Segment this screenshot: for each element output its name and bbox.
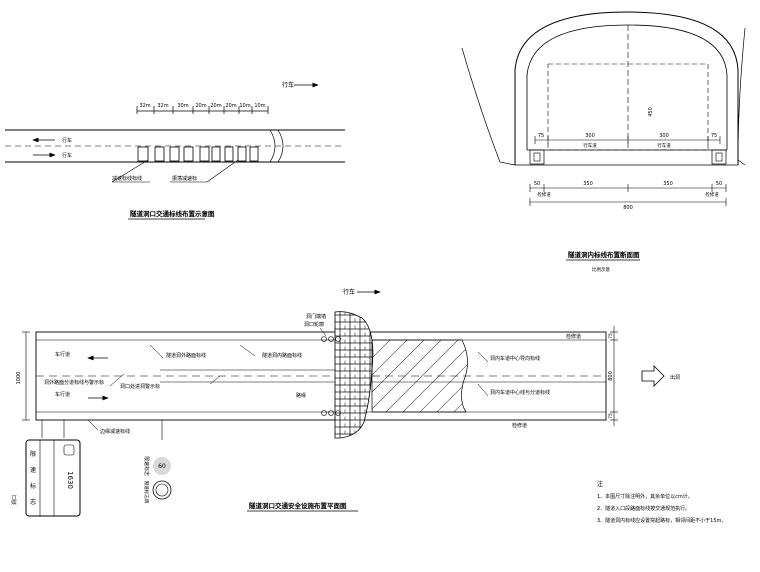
notes-title: 注	[597, 480, 603, 488]
exit-arrow: 出洞	[641, 365, 680, 387]
svg-text:洞口处进洞警示标: 洞口处进洞警示标	[120, 383, 160, 390]
svg-text:50: 50	[534, 181, 540, 187]
svg-text:75: 75	[711, 133, 717, 139]
notes: 注 1、本图尺寸除注明外，其余单位以cm计。 2、隧道入口段路面标线按交通规范执…	[597, 480, 726, 524]
svg-text:限速标志: 限速标志	[143, 456, 150, 476]
upper-dimensions: 75 300 300 75 行车道 行车道 450	[534, 107, 721, 149]
svg-text:洞内车道中心线与分道标线: 洞内车道中心线与分道标线	[490, 389, 550, 396]
road-outline	[35, 331, 607, 421]
direction-arrow: 行车	[343, 288, 381, 296]
main-plan-caption: 隧道洞口交通安全设施布置平面图	[249, 501, 347, 510]
speed-limit-circle-sign: 限速标志 60 限速标志牌	[143, 420, 172, 504]
tunnel-cross-section: 75 300 300 75 行车道 行车道 450 50 350 350 50 …	[461, 11, 746, 273]
svg-text:减速标线标线: 减速标线标线	[112, 175, 142, 182]
tunnel-portal	[334, 311, 468, 439]
section-sub-caption: 比例示意	[592, 266, 610, 273]
svg-text:75: 75	[608, 333, 614, 339]
svg-text:300: 300	[659, 133, 669, 139]
sign-panel-char: 志	[30, 498, 36, 506]
note-item: 3、隧道洞内标线应设置突起路标，相邻间距不小于15m。	[597, 517, 726, 524]
portal-lights	[321, 336, 341, 416]
right-dimension: 75 800 75	[608, 326, 618, 426]
svg-text:隧道洞外路面标线: 隧道洞外路面标线	[166, 352, 206, 359]
sign-panel-char: 限	[30, 450, 36, 458]
svg-text:边缘减速标线: 边缘减速标线	[100, 428, 130, 435]
portal-labels: 洞门端墙 洞口轮廓	[304, 313, 327, 337]
svg-text:检修道: 检修道	[512, 422, 527, 429]
dim-label: 32m	[139, 103, 150, 109]
svg-text:行车: 行车	[62, 137, 72, 144]
svg-text:限速标志牌: 限速标志牌	[143, 481, 150, 504]
top-plan-view: 32m 32m 30m 20m 20m 20m 10m 10m 行车	[5, 81, 345, 220]
svg-text:车行道: 车行道	[55, 351, 70, 358]
svg-text:出洞: 出洞	[670, 374, 680, 381]
top-plan-caption: 隧道洞口交通标线布置示意图	[130, 209, 215, 218]
lane-arrows: 车行道 车行道	[55, 351, 109, 401]
svg-text:350: 350	[663, 181, 673, 187]
svg-text:行车: 行车	[282, 81, 294, 89]
svg-text:50: 50	[716, 181, 722, 187]
speed-limit-sign-panel: 限 速 标 志 1630 洞口	[11, 420, 81, 517]
speed-bump-markings	[137, 146, 259, 162]
svg-text:车行道: 车行道	[55, 391, 70, 398]
svg-text:300: 300	[585, 133, 595, 139]
dim-label: 10m	[254, 103, 265, 109]
svg-text:洞门端墙: 洞门端墙	[306, 313, 326, 320]
dim-label: 30m	[177, 103, 188, 109]
lane-arrows: 行车 行车	[32, 137, 72, 159]
sign-panel-char: 标	[30, 482, 36, 490]
svg-text:350: 350	[583, 181, 593, 187]
dim-label: 20m	[210, 103, 221, 109]
sign-panel-char: 速	[30, 467, 36, 474]
leaders: 隧道洞外路面标线 隧道洞内路面标线 洞外路面分道标线与警示标 洞口处进洞警示标 …	[44, 344, 550, 397]
svg-text:800: 800	[623, 205, 633, 211]
svg-text:路缘: 路缘	[296, 392, 306, 399]
note-item: 1、本图尺寸除注明外，其余单位以cm计。	[597, 493, 693, 500]
sign-number: 1630	[66, 471, 74, 489]
lower-dimensions: 50 350 350 50 检修道 检修道 800	[529, 181, 727, 211]
dim-label: 20m	[195, 103, 206, 109]
road-plan	[5, 129, 345, 163]
svg-text:450: 450	[648, 107, 654, 117]
svg-text:行车: 行车	[62, 152, 72, 159]
svg-text:隧道洞内路面标线: 隧道洞内路面标线	[262, 352, 302, 359]
svg-text:行车道: 行车道	[657, 142, 671, 149]
svg-text:800: 800	[608, 371, 614, 381]
note-item: 2、隧道入口段路面标线按交通规范执行。	[597, 505, 690, 512]
svg-text:检修道: 检修道	[566, 333, 581, 340]
svg-text:行车: 行车	[343, 288, 355, 296]
svg-text:75: 75	[538, 133, 544, 139]
svg-text:振荡减速标: 振荡减速标	[172, 175, 197, 182]
svg-text:洞内车道中心导向标线: 洞内车道中心导向标线	[490, 355, 540, 362]
direction-arrow: 行车	[282, 81, 319, 89]
speed-value: 60	[158, 463, 166, 470]
dim-label: 32m	[157, 103, 168, 109]
dimension-chain: 32m 32m 30m 20m 20m 20m 10m 10m	[136, 103, 269, 114]
leaders: 减速标线标线 振荡减速标	[111, 159, 239, 183]
svg-text:1000: 1000	[16, 372, 22, 385]
section-caption: 隧道洞内标线布置断面图	[568, 250, 640, 259]
svg-text:行车道: 行车道	[583, 142, 597, 149]
svg-text:洞口: 洞口	[11, 495, 18, 505]
svg-text:洞口轮廓: 洞口轮廓	[304, 321, 324, 328]
left-dimension: 1000	[16, 331, 30, 421]
svg-text:检修道: 检修道	[537, 191, 551, 198]
svg-text:洞外路面分道标线与警示标: 洞外路面分道标线与警示标	[44, 379, 104, 386]
svg-text:检修道: 检修道	[705, 191, 719, 198]
dim-label: 10m	[239, 103, 250, 109]
bottom-leader: 边缘减速标线	[87, 419, 130, 435]
dim-label: 20m	[225, 103, 236, 109]
main-plan-view: 行车 洞门端墙 洞口轮廓	[11, 288, 680, 517]
svg-text:75: 75	[608, 413, 614, 419]
